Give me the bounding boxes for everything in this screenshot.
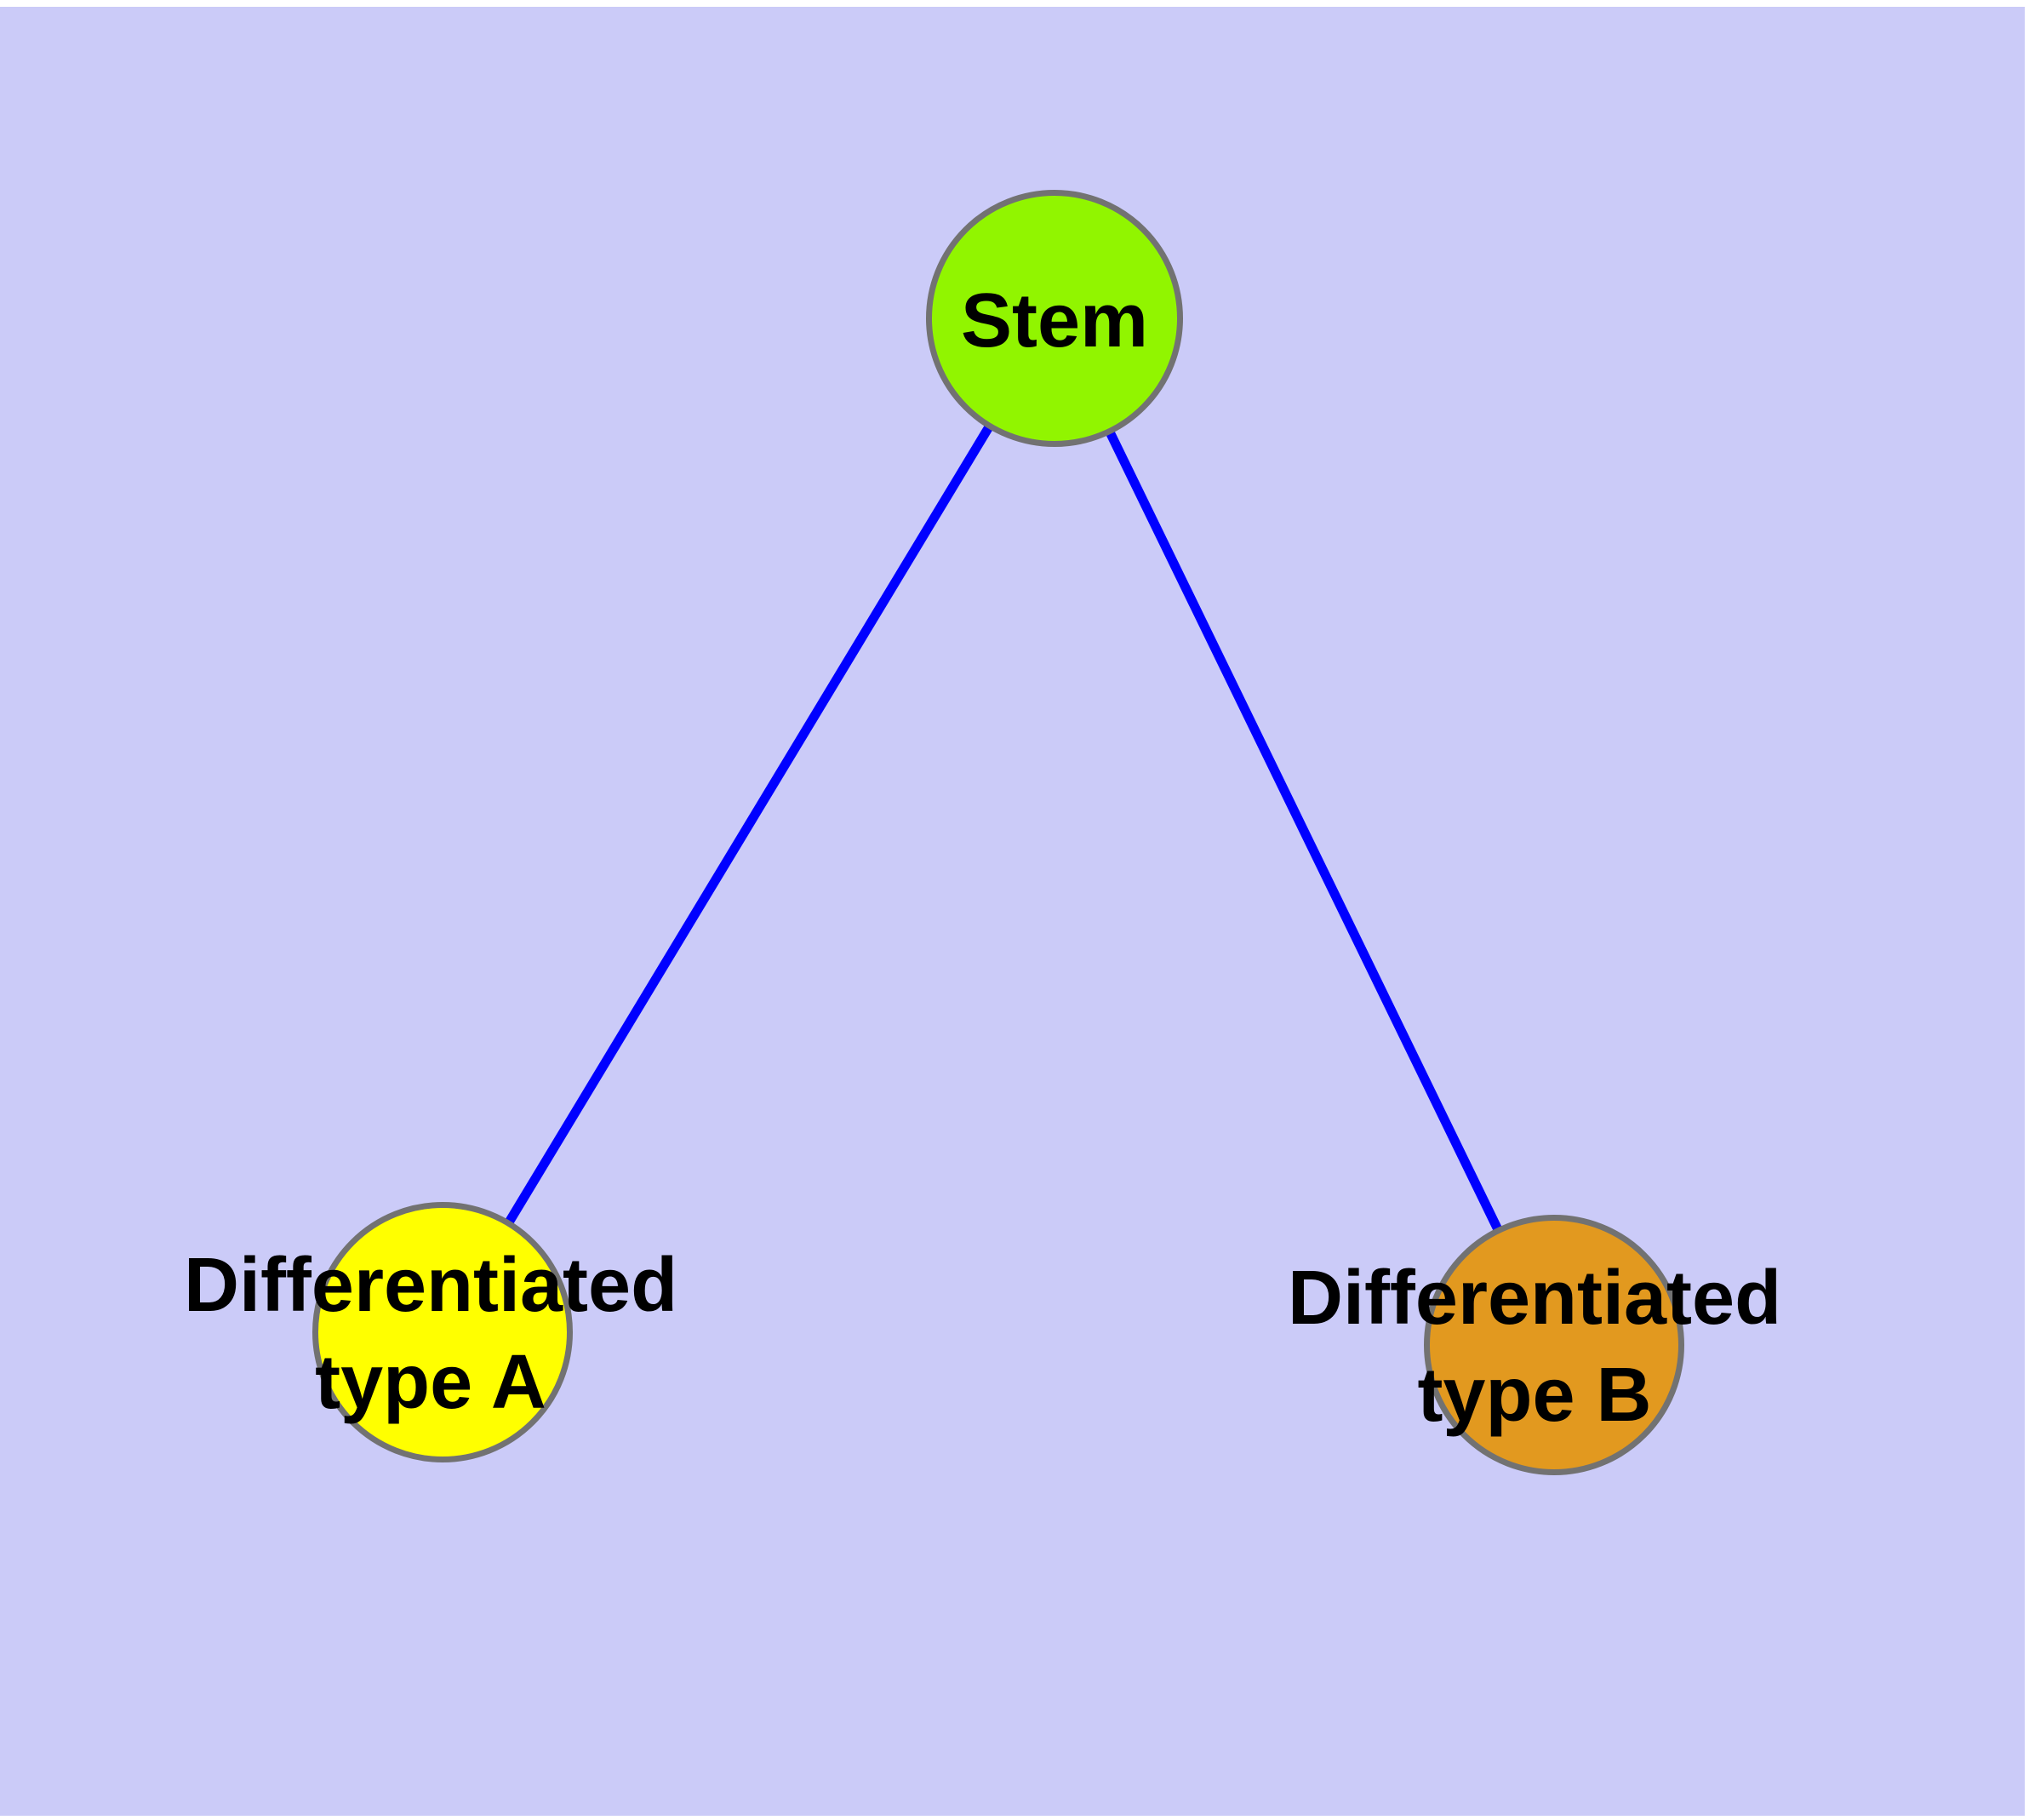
node-differentiated-type-a-circle: [312, 1202, 573, 1462]
node-differentiated-type-a-label: Differentiated type A: [183, 1243, 678, 1425]
node-stem-label: Stem: [960, 278, 1149, 363]
node-stem-circle: [926, 190, 1183, 447]
edge-stem-to-type-a: [438, 316, 1059, 1335]
node-differentiated-type-b-circle: [1424, 1215, 1684, 1475]
edge-stem-to-type-b: [1050, 316, 1558, 1348]
node-differentiated-type-b-label: Differentiated type B: [1287, 1256, 1782, 1438]
